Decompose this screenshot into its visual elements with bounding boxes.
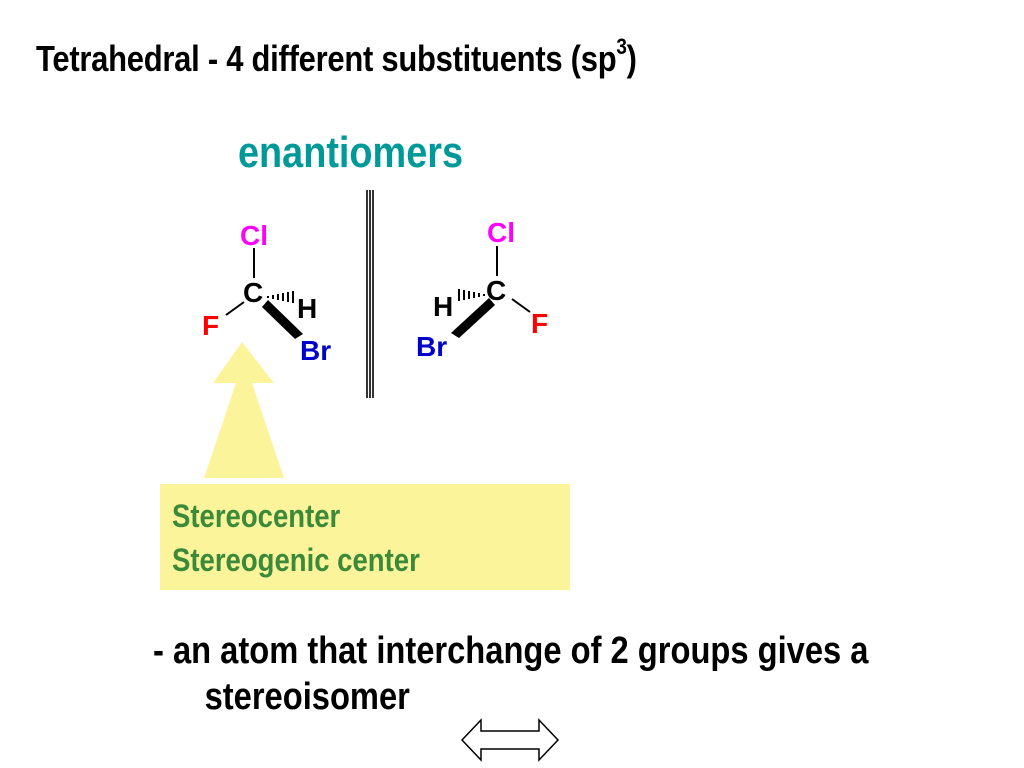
pointer-arrow [204, 342, 284, 478]
left-c-label: C [243, 277, 263, 308]
right-h-label: H [433, 291, 453, 322]
title-close: ) [626, 38, 637, 79]
definition-text: - an atom that interchange of 2 groups g… [153, 628, 868, 720]
right-c-label: C [486, 275, 506, 306]
stereocenter-label: Stereocenter [172, 498, 341, 534]
right-dash-bond [458, 289, 485, 301]
stereocenter-box: Stereocenter Stereogenic center [160, 484, 570, 590]
left-h-label: H [297, 293, 317, 324]
right-molecule: Cl C H F Br [416, 217, 548, 362]
right-cl-label: Cl [487, 217, 515, 248]
right-br-label: Br [416, 331, 447, 362]
interchange-arrow [460, 718, 560, 762]
definition-line-1: - an atom that interchange of 2 groups g… [153, 630, 869, 672]
right-wedge-bond [451, 298, 495, 338]
right-bond-f [511, 298, 531, 313]
left-bond-f [225, 301, 245, 316]
definition-line-2: stereoisomer [204, 676, 410, 718]
mirror-plane [366, 190, 374, 398]
slide-title: Tetrahedral - 4 different substituents (… [36, 34, 637, 80]
enantiomers-label: enantiomers [238, 128, 464, 177]
stereogenic-center-label: Stereogenic center [172, 542, 420, 578]
title-superscript: 3 [616, 34, 627, 59]
left-molecule: Cl C H F Br [202, 220, 331, 366]
left-dash-bond [267, 291, 294, 303]
left-br-label: Br [300, 335, 331, 366]
left-wedge-bond [262, 300, 303, 339]
right-f-label: F [531, 308, 548, 339]
left-cl-label: Cl [240, 220, 268, 251]
left-f-label: F [202, 310, 219, 341]
title-main: Tetrahedral - 4 different substituents (… [36, 38, 617, 79]
